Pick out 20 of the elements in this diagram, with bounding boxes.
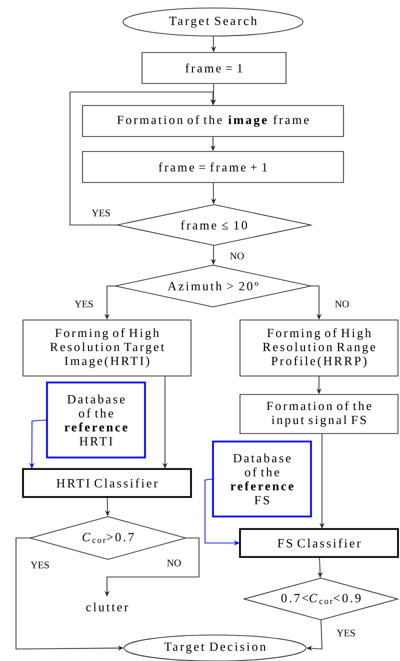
edge-label: YES	[74, 300, 94, 308]
result-text: clutter	[86, 602, 128, 612]
classifier-box: HRTI Classifier	[22, 468, 192, 498]
process-box: Formation of the input signal FS	[240, 394, 398, 434]
terminal-oval: Target Search	[122, 8, 304, 36]
edge-label: YES	[30, 561, 50, 569]
edge-label: YES	[91, 209, 111, 217]
edge-label: NO	[334, 300, 350, 308]
classifier-box: FS Classifier	[239, 528, 399, 558]
database-box: Database of the reference HRTI	[46, 382, 146, 458]
database-box: Database of the reference FS	[212, 440, 312, 518]
edge-label: NO	[166, 559, 182, 567]
process-box: frame = frame + 1	[82, 151, 344, 183]
process-box: Formation of the image frame	[82, 105, 344, 137]
process-box: Forming of High Resolution Range Profile(HRRP)	[240, 320, 398, 376]
arrow	[70, 92, 216, 226]
process-box: Forming of High Resolution Target Image(HRTI)	[22, 320, 192, 376]
edge-label: NO	[229, 252, 245, 260]
edge-label: YES	[336, 629, 356, 637]
process-box: frame = 1	[142, 52, 286, 84]
